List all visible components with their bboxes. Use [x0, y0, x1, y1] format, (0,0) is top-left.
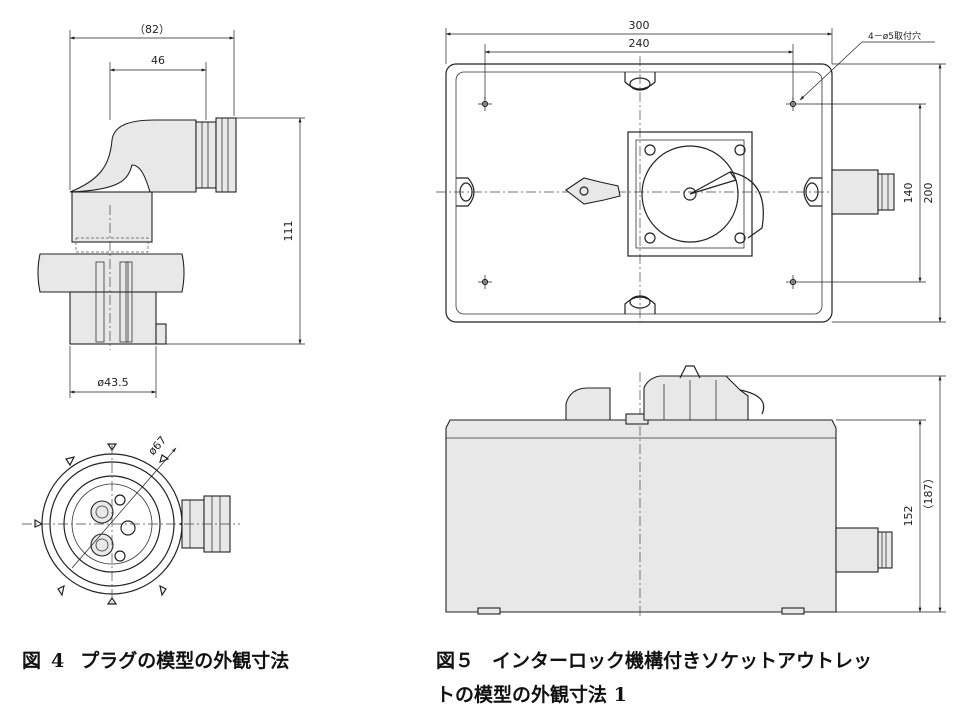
figure-5-title-line2: トの模型の外観寸法 [436, 684, 608, 706]
dim-total-height: （187） [922, 473, 935, 516]
dim-flange-diameter: ø67 [146, 434, 170, 458]
dim-base-diameter: ø43.5 [97, 376, 128, 389]
dim-height: 111 [282, 221, 295, 242]
plug-side-view: （82） 46 111 ø43.5 [37, 23, 305, 398]
figure-5-caption-line2: トの模型の外観寸法 1 [436, 680, 627, 707]
figure-4-number: 4 [51, 650, 65, 672]
socket-side-view: 152 （187） [445, 365, 946, 618]
dim-height-outer: 200 [922, 183, 935, 204]
figure-5-prefix: 図５ [436, 650, 475, 672]
socket-top-view: 300 240 4－ø5取付穴 140 200 [436, 19, 946, 326]
figure-5-caption-line1: 図５ インターロック機構付きソケットアウトレッ [436, 646, 872, 673]
figure-5-suffix: 1 [613, 684, 627, 706]
figure-4-prefix: 図 [22, 650, 42, 672]
dim-body-height: 152 [902, 506, 915, 527]
dim-overall-width: （82） [134, 23, 170, 36]
dim-width-outer: 300 [629, 19, 650, 32]
dim-width-holes: 240 [629, 37, 650, 50]
figure-5-title-line1: インターロック機構付きソケットアウトレッ [492, 650, 873, 672]
plug-bottom-view: ø67 [22, 434, 240, 605]
hole-spec-callout: 4－ø5取付穴 [868, 30, 921, 42]
dim-outlet-offset: 46 [151, 54, 165, 67]
figure-4-title: プラグの模型の外観寸法 [80, 650, 290, 672]
dim-height-holes: 140 [902, 183, 915, 204]
